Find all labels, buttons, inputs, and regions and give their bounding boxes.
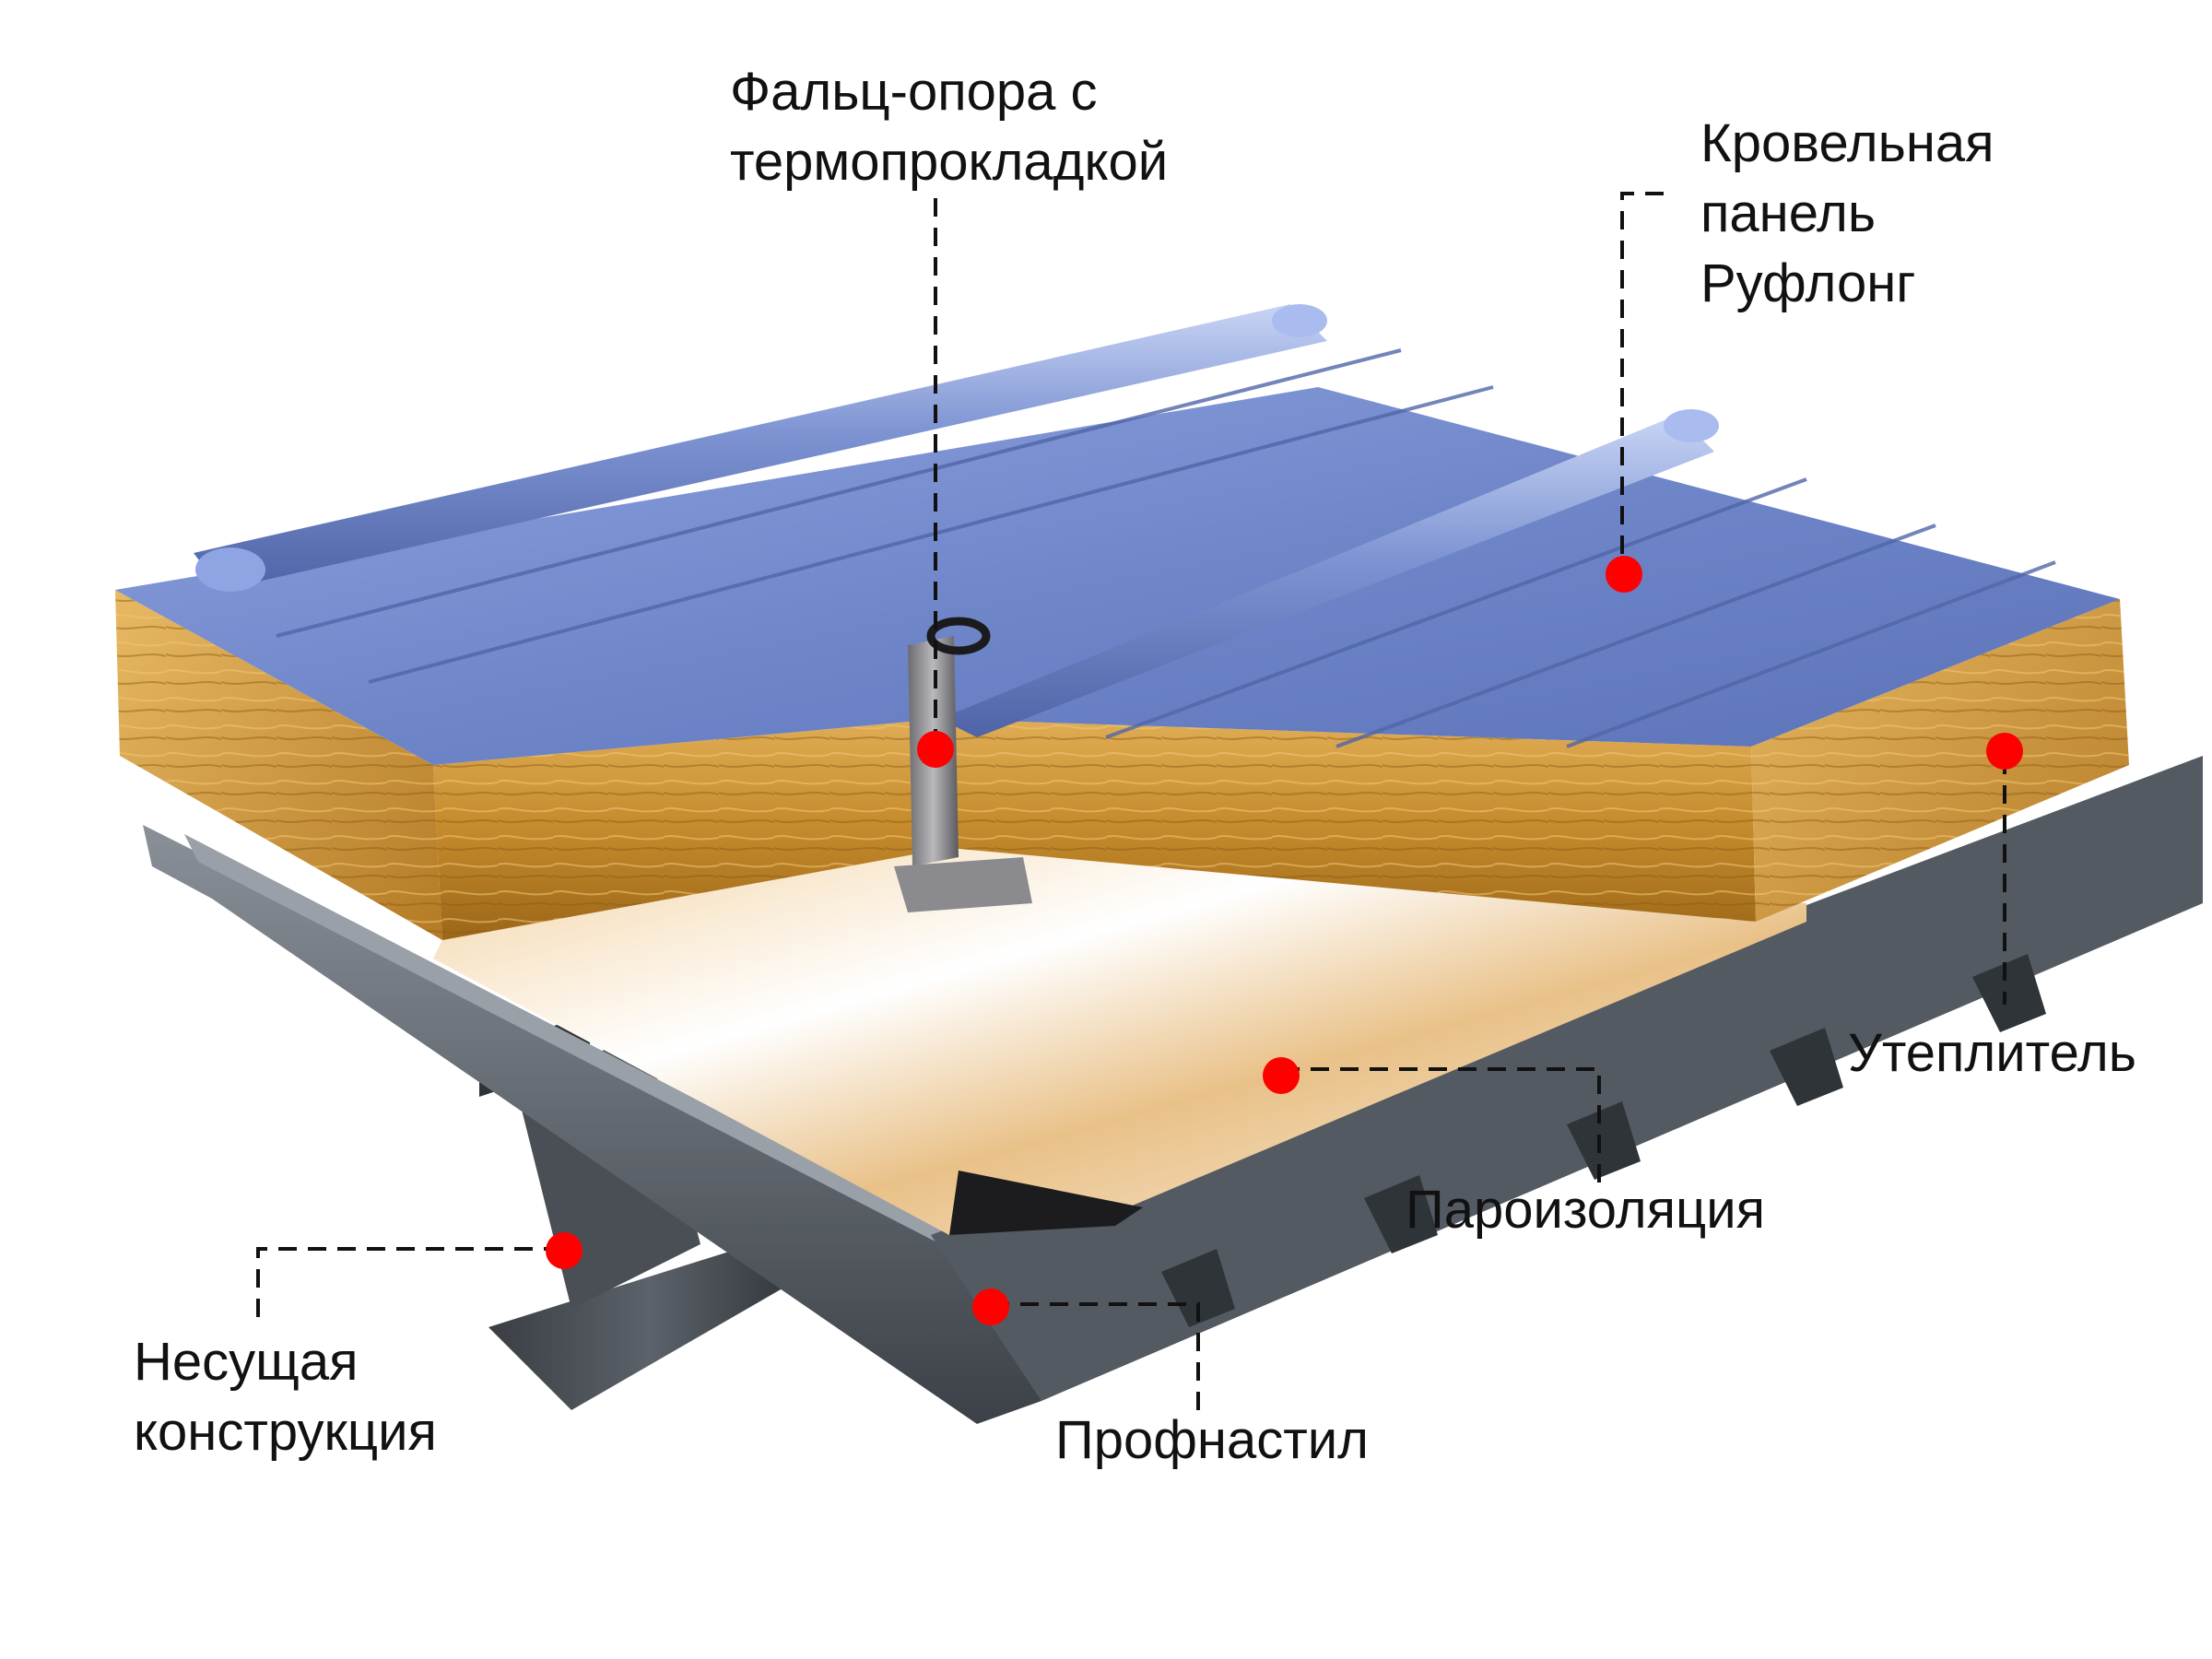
leader-vapor-barrier xyxy=(1281,1067,1601,1189)
leader-profiled-sheet xyxy=(991,1302,1200,1410)
label-profiled-sheet: Профнастил xyxy=(1055,1406,1369,1476)
label-roof-panel-line-2: панель xyxy=(1700,183,1877,243)
label-insulation-line-1: Утеплитель xyxy=(1848,1023,2136,1083)
vapor-barrier xyxy=(433,848,1806,1235)
label-roof-panel: Кровельная панель Руфлонг xyxy=(1700,109,1994,319)
label-profiled-sheet-line-1: Профнастил xyxy=(1055,1410,1370,1470)
label-insulation: Утеплитель xyxy=(1848,1018,2136,1088)
label-load-bearing-line-1: Несущая xyxy=(134,1332,359,1392)
label-roof-panel-line-1: Кровельная xyxy=(1700,113,1994,173)
label-seam-support-line-1: Фальц-опора с xyxy=(730,62,1098,122)
leader-lines xyxy=(256,192,2006,1410)
marker-seam-support xyxy=(917,731,954,768)
label-load-bearing-line-2: конструкция xyxy=(134,1402,437,1462)
marker-insulation xyxy=(1986,733,2023,770)
label-load-bearing: Несущая конструкция xyxy=(134,1327,437,1467)
insulation-layer xyxy=(115,590,2129,940)
label-vapor-barrier-line-1: Пароизоляция xyxy=(1406,1180,1766,1240)
callout-markers xyxy=(546,556,2023,1325)
roof-panel xyxy=(115,304,2120,765)
label-seam-support: Фальц-опора с термопрокладкой xyxy=(730,57,1168,197)
marker-load-bearing xyxy=(546,1232,582,1269)
marker-roof-panel xyxy=(1606,556,1642,593)
leader-load-bearing xyxy=(256,1247,562,1318)
label-roof-panel-line-3: Руфлонг xyxy=(1700,253,1916,313)
profiled-deck xyxy=(143,756,2203,1424)
label-seam-support-line-2: термопрокладкой xyxy=(730,132,1169,192)
marker-vapor-barrier xyxy=(1263,1057,1300,1094)
marker-profiled-sheet xyxy=(972,1288,1009,1325)
leader-roof-panel xyxy=(1620,192,1664,562)
label-vapor-barrier: Пароизоляция xyxy=(1406,1175,1765,1245)
